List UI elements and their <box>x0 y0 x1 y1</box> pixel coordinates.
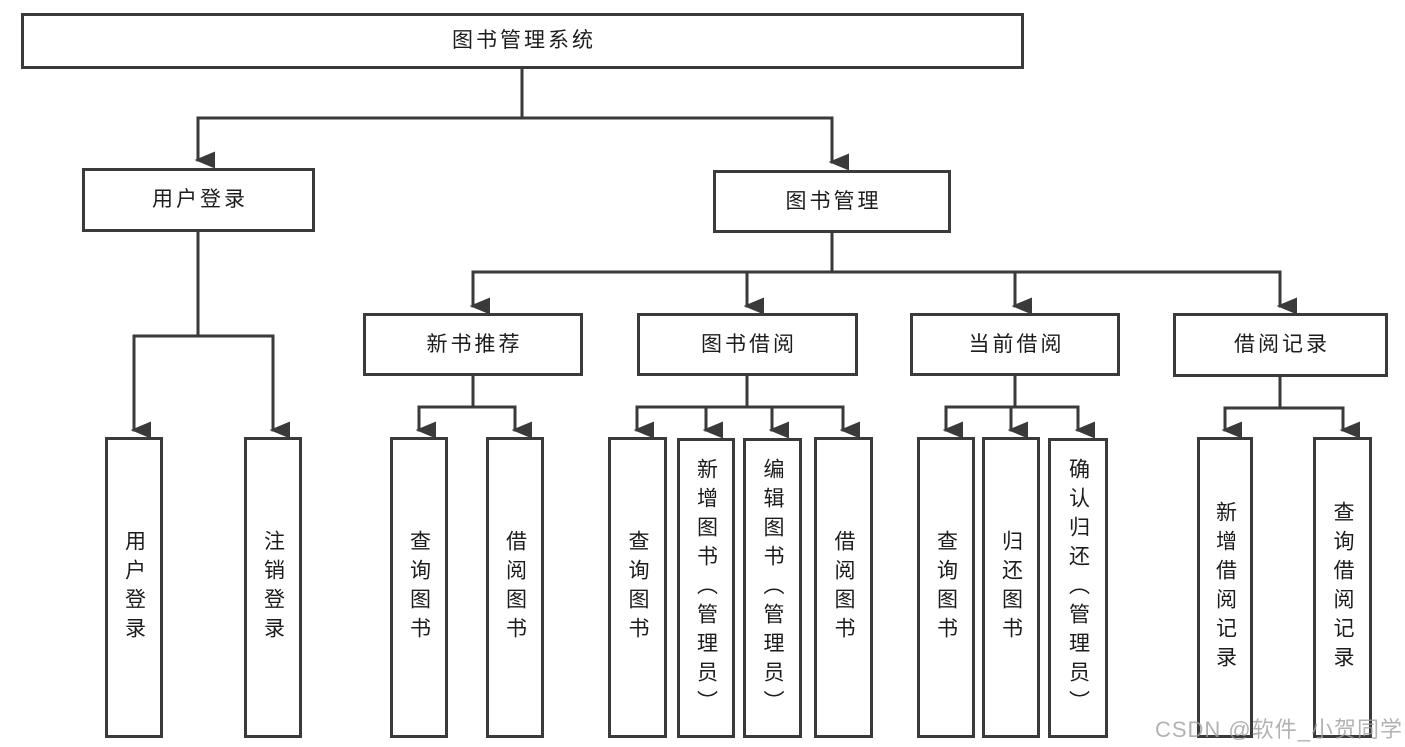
node-label: 当前借阅 <box>968 332 1065 356</box>
leaf-return-books: 归还图书 <box>982 437 1040 738</box>
node-label: 查询借阅记录 <box>1331 500 1354 675</box>
node-label: 新增图书（管理员） <box>694 457 718 719</box>
leaf-query-borrow-record: 查询借阅记录 <box>1313 437 1372 738</box>
leaf-add-books-admin: 新增图书（管理员） <box>677 438 735 738</box>
node-label: 图书借阅 <box>701 332 797 356</box>
node-current-borrowing: 当前借阅 <box>910 313 1120 376</box>
node-library-management-system: 图书管理系统 <box>21 13 1024 69</box>
node-label: 用户登录 <box>152 188 248 212</box>
node-label: 图书管理 <box>785 189 882 213</box>
leaf-confirm-return-admin: 确认归还（管理员） <box>1048 438 1108 738</box>
node-label: 借阅图书 <box>503 529 527 646</box>
leaf-query-books-recommend: 查询图书 <box>390 437 448 738</box>
leaf-borrow-books-recommend: 借阅图书 <box>486 437 544 738</box>
node-new-book-recommendation: 新书推荐 <box>363 313 583 376</box>
node-label: 新书推荐 <box>426 332 523 356</box>
node-label: 归还图书 <box>999 529 1023 646</box>
leaf-add-borrow-record: 新增借阅记录 <box>1197 437 1253 738</box>
node-label: 查询图书 <box>407 529 431 646</box>
leaf-query-books-current: 查询图书 <box>917 437 975 738</box>
leaf-borrow-books-borrowing: 借阅图书 <box>814 437 873 738</box>
node-label: 查询图书 <box>934 529 958 646</box>
node-label: 图书管理系统 <box>452 29 596 53</box>
node-book-borrowing: 图书借阅 <box>637 313 858 376</box>
leaf-logout: 注销登录 <box>244 437 302 738</box>
node-label: 新增借阅记录 <box>1213 500 1237 675</box>
node-label: 借阅记录 <box>1234 333 1330 357</box>
node-label: 查询图书 <box>626 529 649 646</box>
leaf-query-books-borrowing: 查询图书 <box>608 437 667 738</box>
node-label: 注销登录 <box>261 529 285 646</box>
node-label: 借阅图书 <box>832 529 855 646</box>
node-label: 确认归还（管理员） <box>1066 457 1090 719</box>
node-label: 用户登录 <box>122 529 146 646</box>
node-label: 编辑图书（管理员） <box>761 457 784 719</box>
node-book-management: 图书管理 <box>713 170 951 233</box>
leaf-edit-books-admin: 编辑图书（管理员） <box>743 438 802 738</box>
node-borrowing-records: 借阅记录 <box>1173 313 1388 377</box>
leaf-user-login: 用户登录 <box>105 437 163 738</box>
node-user-login: 用户登录 <box>82 168 315 232</box>
